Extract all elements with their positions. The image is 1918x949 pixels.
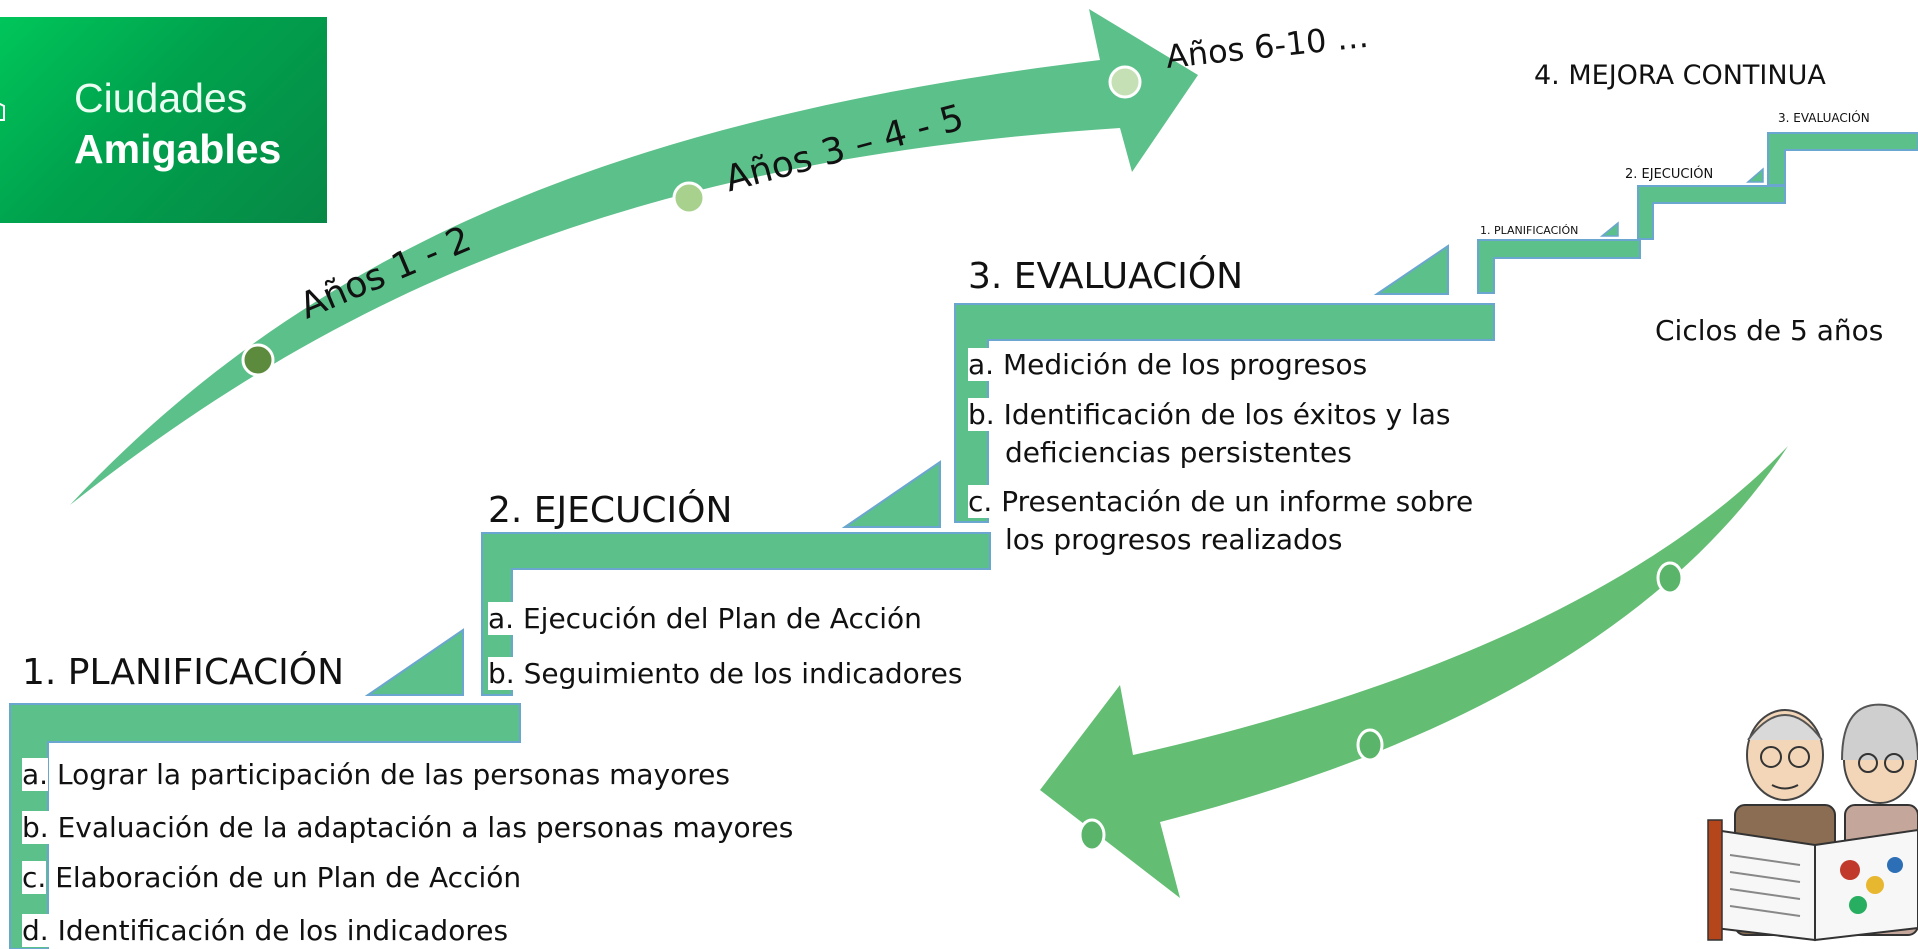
stair-wedge-3 bbox=[1373, 244, 1449, 295]
mini-stair-1 bbox=[1477, 239, 1641, 294]
timeline-dot-1 bbox=[241, 343, 275, 377]
logo-line-2: Amigables bbox=[74, 126, 282, 172]
mini-wedge-1 bbox=[1599, 221, 1619, 237]
item-letter: b. bbox=[488, 657, 515, 690]
item-text: Identificación de los éxitos y las bbox=[1003, 398, 1451, 431]
item-text: Elaboración de un Plan de Acción bbox=[55, 861, 522, 894]
item-text: Lograr la participación de las personas … bbox=[56, 758, 730, 791]
timeline-arrow bbox=[70, 9, 1198, 505]
item-text: Seguimiento de los indicadores bbox=[523, 657, 963, 690]
mini-stair-2 bbox=[1637, 185, 1786, 240]
item-letter: a. bbox=[488, 602, 515, 635]
item-text: Ejecución del Plan de Acción bbox=[522, 602, 922, 635]
list-item: c. Elaboración de un Plan de Acción bbox=[22, 861, 793, 914]
step-3-list: a. Medición de los progresos b. Identifi… bbox=[968, 348, 1473, 556]
item-letter: d. bbox=[22, 914, 49, 947]
mini-step-1-label: 1. PLANIFICACIÓN bbox=[1480, 224, 1579, 237]
item-letter: c. bbox=[22, 861, 47, 894]
cycle-label: Ciclos de 5 años bbox=[1655, 314, 1884, 347]
timeline-dot-2 bbox=[672, 181, 706, 215]
mini-stair-3 bbox=[1767, 132, 1918, 186]
mini-wedge-2 bbox=[1745, 167, 1764, 183]
list-item: b. Identificación de los éxitos y las bbox=[968, 398, 1473, 436]
ciudades-amigables-logo: Ciudades Amigables bbox=[0, 17, 327, 223]
stair-step-1 bbox=[9, 703, 521, 949]
item-text-continued: los progresos realizados bbox=[1005, 523, 1343, 556]
item-text: Identificación de los indicadores bbox=[57, 914, 509, 947]
step-3-title: 3. EVALUACIÓN bbox=[968, 256, 1244, 297]
continuous-improvement-title: 4. MEJORA CONTINUA bbox=[1534, 60, 1826, 91]
list-item: b. Evaluación de la adaptación a las per… bbox=[22, 811, 793, 861]
item-text-continued: deficiencias persistentes bbox=[1005, 436, 1352, 469]
list-item: c. Presentación de un informe sobre bbox=[968, 485, 1473, 523]
elderly-couple-illustration bbox=[1700, 703, 1918, 945]
step-1-list: a. Lograr la participación de las person… bbox=[22, 758, 793, 947]
mini-step-3-label: 3. EVALUACIÓN bbox=[1778, 111, 1870, 125]
step-1-title: 1. PLANIFICACIÓN bbox=[22, 652, 345, 693]
logo-line-1: Ciudades bbox=[74, 75, 248, 121]
stair-wedge-2 bbox=[841, 460, 941, 528]
list-item: a. Medición de los progresos bbox=[968, 348, 1473, 398]
cycle-arrow bbox=[1040, 446, 1788, 898]
list-item: a. Ejecución del Plan de Acción bbox=[488, 602, 962, 657]
item-letter: b. bbox=[968, 398, 995, 431]
list-item: b. Seguimiento de los indicadores bbox=[488, 657, 962, 690]
mini-step-2-label: 2. EJECUCIÓN bbox=[1625, 167, 1714, 182]
list-item-continuation: deficiencias persistentes bbox=[968, 436, 1473, 485]
timeline-dot-3 bbox=[1108, 65, 1142, 99]
list-item: d. Identificación de los indicadores bbox=[22, 914, 793, 947]
item-letter: a. bbox=[968, 348, 995, 381]
item-text: Evaluación de la adaptación a las person… bbox=[57, 811, 794, 844]
cycle-dot-1 bbox=[1656, 561, 1684, 595]
list-item-continuation: los progresos realizados bbox=[968, 523, 1473, 556]
item-letter: b. bbox=[22, 811, 49, 844]
list-item: a. Lograr la participación de las person… bbox=[22, 758, 793, 811]
step-2-list: a. Ejecución del Plan de Acción b. Segui… bbox=[488, 602, 962, 690]
item-letter: c. bbox=[968, 485, 993, 518]
stair-step-3 bbox=[954, 303, 1495, 523]
cycle-dot-2 bbox=[1356, 728, 1384, 762]
building-outline-icon bbox=[0, 102, 5, 121]
step-2-title: 2. EJECUCIÓN bbox=[488, 490, 733, 531]
item-text: Presentación de un informe sobre bbox=[1001, 485, 1474, 518]
item-text: Medición de los progresos bbox=[1002, 348, 1368, 381]
stair-wedge-1 bbox=[364, 628, 464, 696]
stair-step-2 bbox=[481, 532, 991, 696]
cycle-dot-3 bbox=[1078, 818, 1106, 852]
item-letter: a. bbox=[22, 758, 49, 791]
